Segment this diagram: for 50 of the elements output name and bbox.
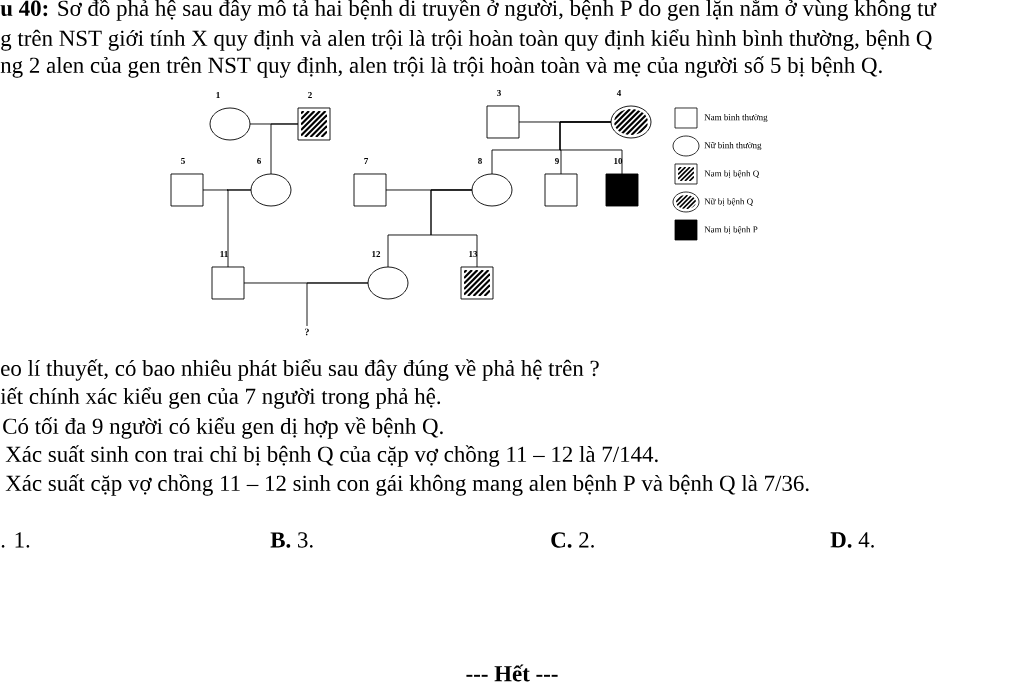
answer-option: . 1.: [1, 532, 30, 548]
female-circle: [610, 105, 652, 139]
unknown-child-mark: ?: [305, 328, 309, 336]
female-circle: [471, 173, 513, 207]
answer-option: D. 4.: [830, 532, 874, 548]
person-number: 7: [364, 158, 369, 164]
person-number: 8: [478, 157, 482, 165]
male-square: [486, 105, 520, 139]
end-mark: --- Hết ---: [466, 664, 558, 682]
legend-label: Nam bình thường: [704, 113, 768, 123]
female-circle: [250, 173, 292, 207]
statement-text: iết chính xác kiểu gen của 7 người trong phả hệ.: [0, 387, 441, 409]
male-square: [544, 173, 578, 207]
male-square: [605, 173, 639, 207]
descent-line: [559, 121, 623, 175]
statement-text: Có tối đa 9 người có kiểu gen dị hợp về bệnh Q.: [3, 417, 443, 439]
statement-text: Xác suất cặp vợ chồng 11 – 12 sinh con gái không mang alen bệnh P và bệnh Q là 7/36.: [5, 474, 809, 496]
legend-label: Nữ bình thường: [704, 141, 762, 151]
male-square: [460, 266, 494, 300]
statement-text: Xác suất sinh con trai chỉ bị bệnh Q của cặp vợ chồng 11 – 12 là 7/144.: [5, 445, 658, 467]
descent-line: [226, 189, 252, 268]
male-square: [297, 107, 331, 141]
answer-option: C. 2.: [551, 532, 594, 548]
descent-line: [430, 189, 478, 268]
descent-line: [270, 123, 299, 175]
legend-label: Nam bị bệnh Q: [704, 170, 760, 178]
person-number: 4: [616, 90, 622, 96]
female-circle: [209, 107, 251, 141]
male-square: [170, 173, 204, 207]
statement-text: eo lí thuyết, có bao nhiêu phát biểu sau đây đúng về phả hệ trên ?: [1, 359, 599, 381]
person-number: 11: [220, 251, 228, 257]
question-text: g trên NST giới tính X quy định và alen trội là trội hoàn toàn quy định kiểu hình bình thường, bệnh Q: [1, 29, 932, 51]
male-square: [353, 173, 387, 207]
question-text: ng 2 alen của gen trên NST quy định, alen trội là trội hoàn toàn và mẹ của người số 5 bị bệnh Q.: [0, 56, 882, 78]
legend-label: Nữ bị bệnh Q: [704, 198, 753, 206]
person-number: 13: [469, 251, 478, 257]
person-number: 6: [257, 158, 261, 164]
female-circle: [367, 266, 409, 300]
person-number: 1: [216, 92, 220, 98]
person-number: 9: [555, 158, 559, 164]
person-number: 12: [372, 251, 381, 257]
person-number: 10: [614, 157, 623, 165]
person-number: 2: [308, 92, 312, 98]
question-text: u 40: Sơ đồ phả hệ sau đây mô tả hai bệnh di truyền ở người, bệnh P do gen lặn nằm ở vùng không tư: [0, 0, 937, 21]
person-number: 5: [181, 158, 185, 164]
legend-label: Nam bị bệnh P: [704, 226, 758, 234]
descent-line: [306, 282, 369, 327]
answer-option: B. 3.: [270, 532, 313, 548]
male-square: [211, 266, 245, 300]
person-number: 3: [497, 90, 501, 96]
